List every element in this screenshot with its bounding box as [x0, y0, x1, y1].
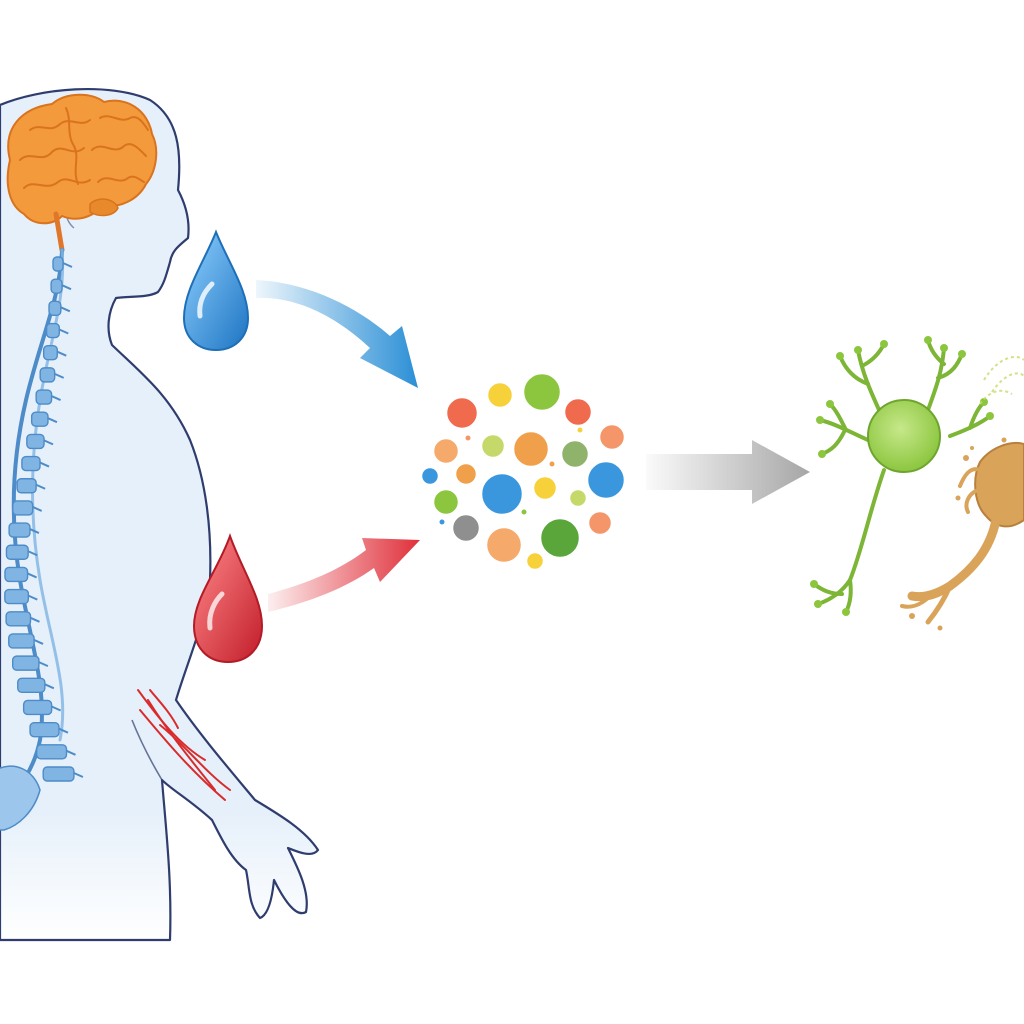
green-neuron-icon — [810, 336, 994, 616]
vertebra — [42, 766, 75, 782]
vertebra-process — [56, 350, 67, 357]
vertebra-process — [43, 439, 54, 446]
vertebra — [50, 278, 63, 294]
biomarker-particle — [585, 459, 627, 501]
vertebra-process — [27, 572, 37, 579]
vertebra — [30, 411, 49, 427]
vertebra-process — [60, 306, 71, 313]
vertebra-process — [73, 772, 84, 778]
vertebra-process — [27, 550, 38, 557]
vertebra-column — [4, 256, 84, 782]
vertebra — [5, 611, 32, 627]
degenerating-neuron-icon — [900, 355, 1024, 631]
biomarker-particle — [431, 436, 461, 466]
vertebra — [4, 566, 29, 583]
blue-droplet-icon — [182, 229, 250, 352]
biomarker-cluster-icon — [419, 371, 627, 572]
vertebra — [5, 544, 29, 560]
biomarker-particle — [511, 429, 551, 469]
biomarker-particle — [419, 465, 441, 487]
brain-icon — [6, 93, 158, 253]
vertebra — [12, 500, 34, 516]
vertebra-process — [54, 372, 65, 379]
vertebra-process — [30, 616, 40, 623]
biomarker-particle — [453, 461, 479, 487]
biomarker-particle — [479, 471, 525, 517]
biomarker-particle — [438, 518, 446, 526]
spinal-column-icon — [0, 248, 84, 831]
vertebra — [16, 478, 37, 494]
vertebra-process — [27, 594, 38, 601]
biomarker-particle — [586, 509, 614, 537]
vertebra-process — [61, 284, 72, 291]
vertebra-process — [35, 483, 46, 490]
vertebra-process — [44, 683, 55, 690]
vertebra — [29, 721, 60, 738]
biomarker-particle — [597, 422, 627, 452]
biomarker-particle — [576, 426, 584, 434]
vertebra — [17, 677, 46, 694]
biomarker-particle — [485, 380, 515, 410]
vertebra — [12, 655, 40, 671]
biomarker-particle — [538, 516, 582, 560]
biomarker-particle — [431, 487, 461, 517]
biomarker-particle — [479, 432, 507, 460]
biomarker-particle — [464, 434, 472, 442]
vertebra-process — [32, 505, 43, 512]
vertebra-process — [38, 661, 49, 668]
vertebra-process — [39, 461, 50, 468]
biomarker-particle — [450, 512, 482, 544]
vertebra — [52, 256, 64, 272]
vertebra — [36, 744, 68, 760]
vertebra — [21, 455, 41, 472]
red-droplet-icon — [192, 532, 264, 664]
vertebra — [22, 699, 53, 716]
vertebra-process — [33, 639, 44, 645]
biomarker-particle — [521, 371, 563, 413]
biomarker-particle — [484, 525, 524, 565]
vertebra — [35, 389, 53, 405]
vertebra — [42, 344, 58, 361]
biomarker-particle — [531, 474, 559, 502]
arrow-biomarkers-to-neurons — [646, 440, 810, 504]
arm-nerves-icon — [137, 689, 231, 801]
vertebra — [39, 367, 56, 383]
vertebra — [45, 322, 60, 339]
arrow-csf-to-biomarkers — [256, 280, 418, 388]
biomarker-particle — [567, 487, 589, 509]
vertebra — [48, 300, 62, 317]
biomarker-particle — [562, 396, 594, 428]
arrow-blood-to-biomarkers — [268, 538, 420, 612]
vertebra — [26, 433, 45, 450]
vertebra-process — [58, 727, 69, 734]
biomarker-particle — [444, 395, 480, 431]
vertebra-process — [29, 528, 40, 535]
vertebra-process — [62, 262, 73, 268]
biomarker-particle — [548, 460, 556, 468]
vertebra-process — [51, 395, 61, 401]
biomarker-particle — [524, 550, 546, 572]
vertebra-process — [66, 749, 76, 756]
biomarker-particle — [559, 438, 591, 470]
vertebra — [8, 633, 35, 649]
vertebra — [8, 522, 31, 538]
biomarker-particle — [520, 508, 528, 516]
vertebra-process — [47, 417, 58, 424]
vertebra-process — [51, 705, 62, 712]
vertebra-process — [58, 328, 69, 335]
vertebra — [4, 588, 30, 605]
